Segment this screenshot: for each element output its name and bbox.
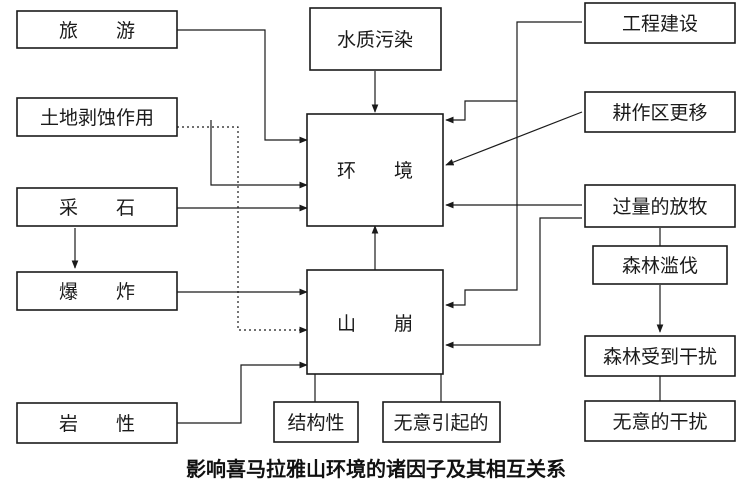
node-gengzuo: 耕作区更移 xyxy=(584,91,736,133)
node-baozha: 爆 炸 xyxy=(16,271,178,311)
node-huanjing: 环 境 xyxy=(306,113,444,227)
edge-guoliang-shanbeng xyxy=(445,217,582,349)
node-gongcheng-label: 工程建设 xyxy=(622,13,698,35)
node-wuyi: 无意引起的 xyxy=(382,401,501,443)
node-shuizhi: 水质污染 xyxy=(309,7,442,71)
node-yanxing: 岩 性 xyxy=(16,402,178,444)
figure-caption: 影响喜马拉雅山环境的诸因子及其相互关系 xyxy=(186,457,566,481)
node-caishi: 采 石 xyxy=(16,187,178,227)
edge-yanxing-shanbeng xyxy=(177,361,308,424)
node-tudi: 土地剥蚀作用 xyxy=(16,97,178,137)
node-guoliang: 过量的放牧 xyxy=(584,184,736,228)
node-shanbeng: 山 崩 xyxy=(306,269,444,375)
node-huanjing-label: 环 境 xyxy=(337,160,413,182)
connectors xyxy=(71,21,664,424)
edge-gongcheng-huanjing xyxy=(445,21,582,124)
edge-gongcheng-shanbeng xyxy=(445,101,518,309)
node-guoliang-label: 过量的放牧 xyxy=(612,196,707,218)
node-lvyou: 旅 游 xyxy=(16,10,178,49)
edge-gengzuo-huanjing xyxy=(445,111,583,166)
node-jiegou: 结构性 xyxy=(273,401,359,443)
edge-tudi-shanbeng xyxy=(177,126,308,334)
node-tudi-label: 土地剥蚀作用 xyxy=(40,107,154,129)
node-shuizhi-label: 水质污染 xyxy=(337,29,413,51)
node-senlin-shou: 森林受到干扰 xyxy=(584,335,736,377)
node-senlin-lanfa: 森林滥伐 xyxy=(592,245,728,285)
node-wuyi-ganrao: 无意的干扰 xyxy=(584,400,736,442)
node-wuyi-label: 无意引起的 xyxy=(393,412,488,434)
node-gongcheng: 工程建设 xyxy=(584,2,736,44)
node-shanbeng-label: 山 崩 xyxy=(337,313,413,335)
node-lvyou-label: 旅 游 xyxy=(59,20,135,42)
node-caishi-label: 采 石 xyxy=(59,197,135,219)
node-wuyi-ganrao-label: 无意的干扰 xyxy=(612,411,707,433)
node-jiegou-label: 结构性 xyxy=(287,412,344,434)
node-gengzuo-label: 耕作区更移 xyxy=(612,102,707,124)
node-yanxing-label: 岩 性 xyxy=(59,413,135,435)
node-senlin-lanfa-label: 森林滥伐 xyxy=(622,255,698,277)
node-senlin-shou-label: 森林受到干扰 xyxy=(603,346,717,368)
edge-tudi-huanjing xyxy=(210,120,308,189)
edge-lvyou-huanjing xyxy=(177,29,308,144)
node-baozha-label: 爆 炸 xyxy=(59,281,135,303)
